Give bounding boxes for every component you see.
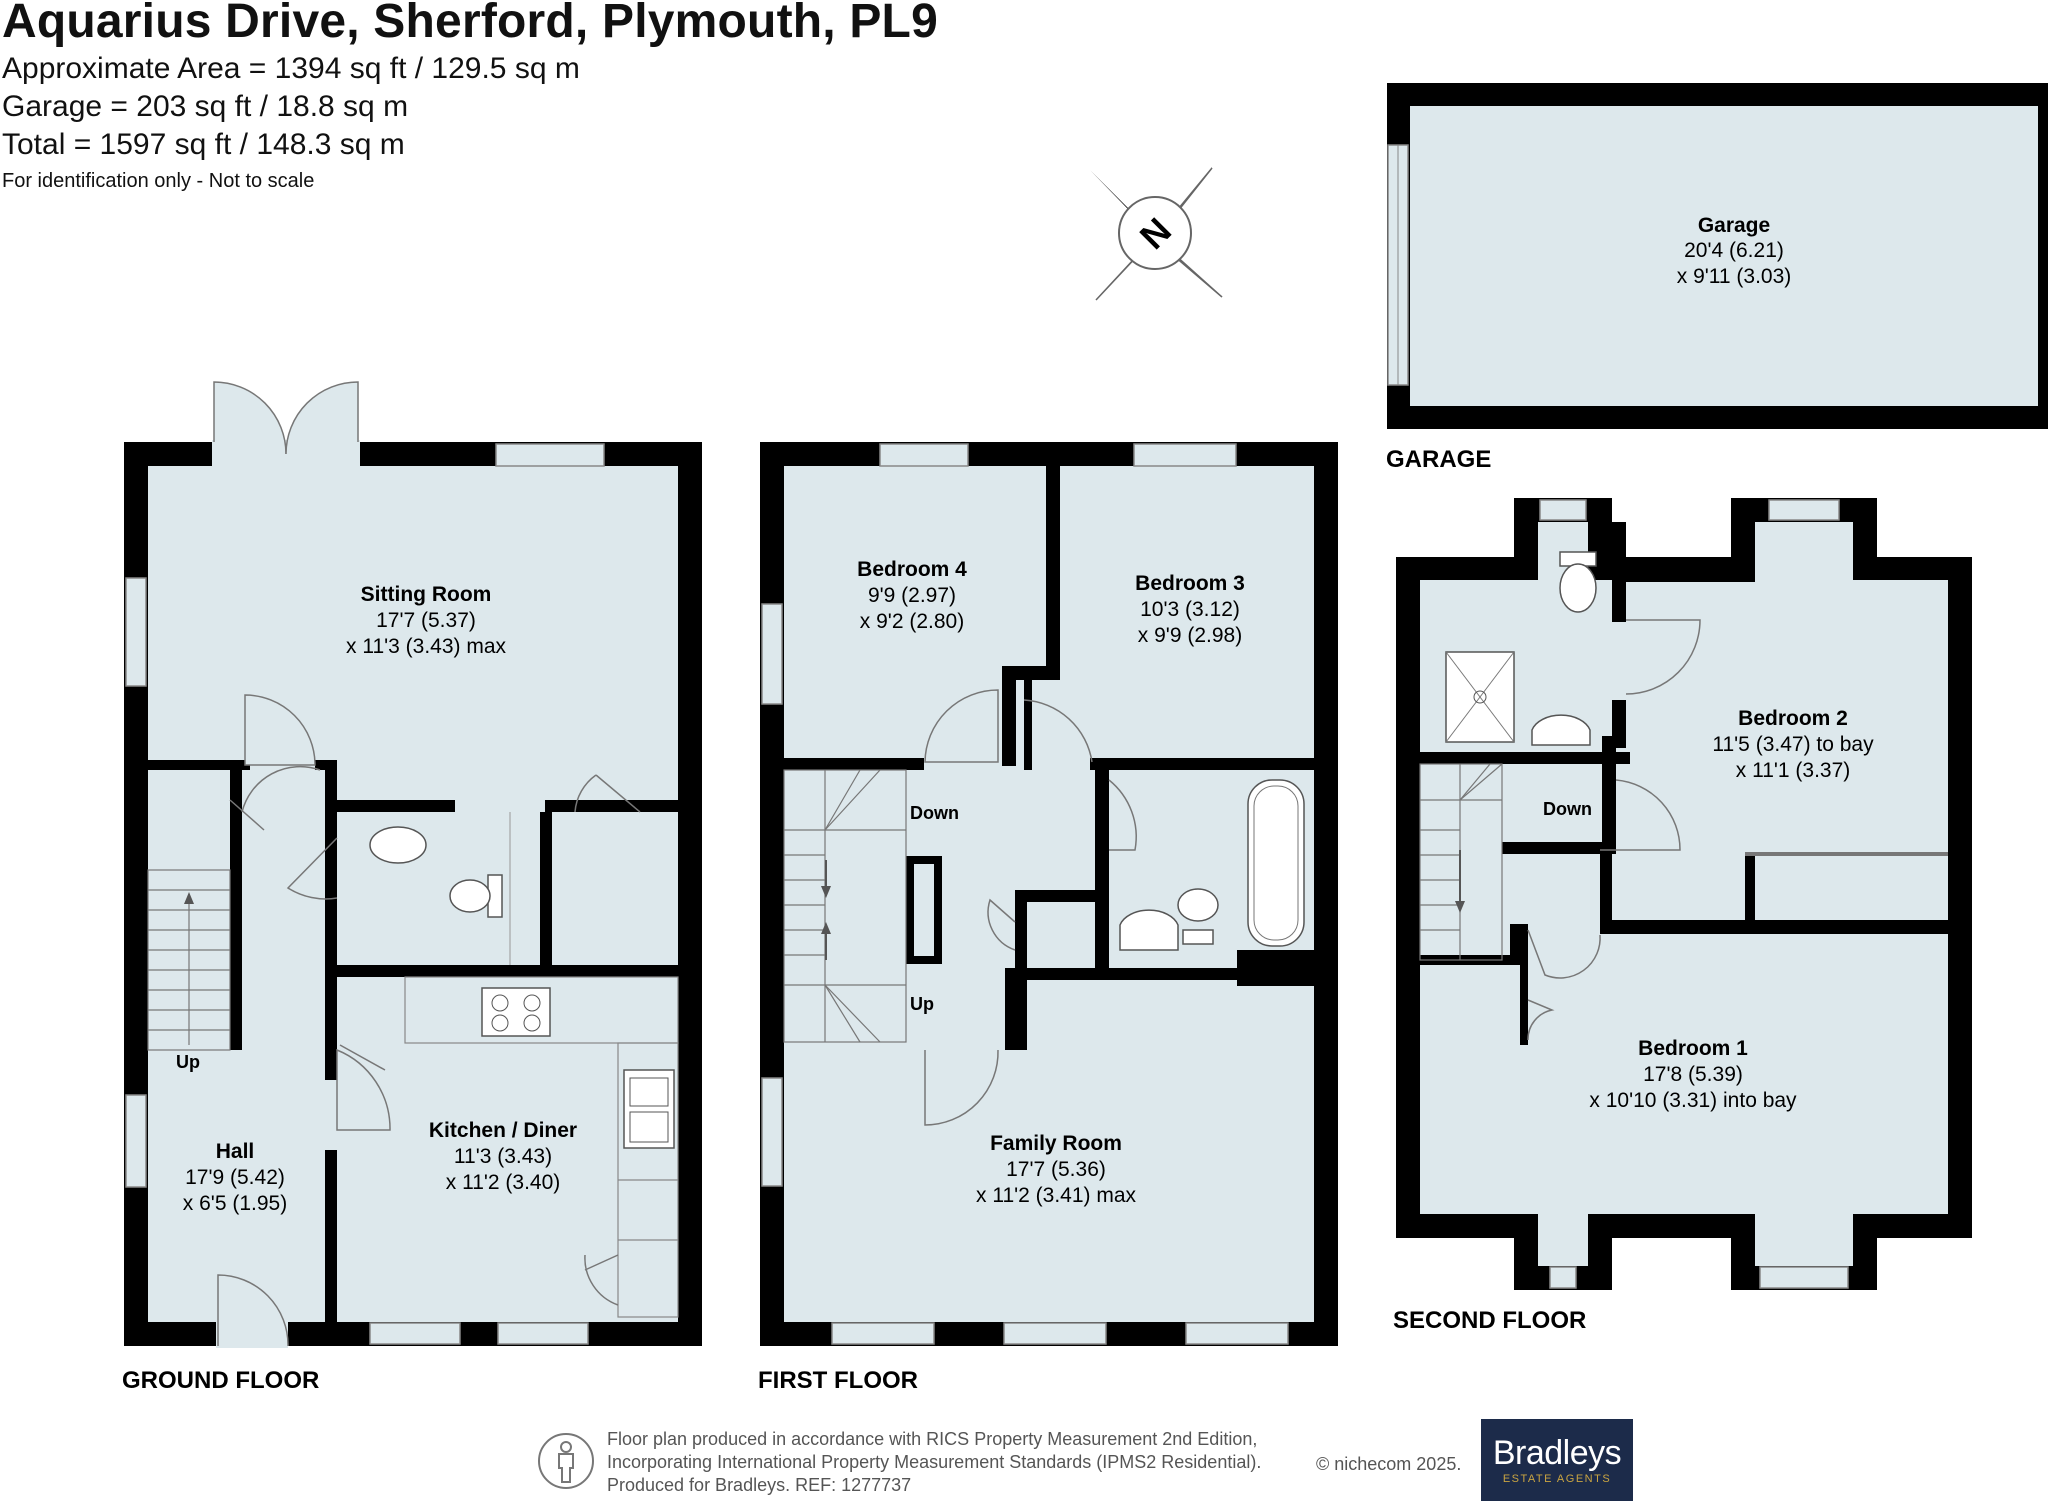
floor-label-first: FIRST FLOOR xyxy=(758,1367,918,1394)
footer-text: Floor plan produced in accordance with R… xyxy=(607,1428,1261,1497)
person-icon xyxy=(538,1433,594,1489)
second-floor-plan: Down Bedroom 2 11'5 (3.47) to bay x 11'1… xyxy=(1396,498,1972,1290)
stair-label-first-down: Down xyxy=(910,803,959,823)
floor-label-ground: GROUND FLOOR xyxy=(122,1367,319,1394)
room-dim-bedroom-2-2: x 11'1 (3.37) xyxy=(1736,759,1851,782)
page-title: Aquarius Drive, Sherford, Plymouth, PL9 xyxy=(2,0,938,48)
floor-label-garage: GARAGE xyxy=(1386,446,1491,473)
footer-line-3: Produced for Bradleys. REF: 1277737 xyxy=(607,1475,912,1495)
room-dim-bedroom-1-1: 17'8 (5.39) xyxy=(1643,1063,1743,1086)
room-label-bedroom-2: Bedroom 2 xyxy=(1738,707,1848,730)
logo-subtitle: ESTATE AGENTS xyxy=(1502,1473,1612,1485)
room-dim-sitting-room-2: x 11'3 (3.43) max xyxy=(346,635,507,658)
room-label-kitchen: Kitchen / Diner xyxy=(429,1119,577,1142)
room-label-family-room: Family Room xyxy=(990,1132,1122,1155)
stair-label-first-up: Up xyxy=(910,994,934,1014)
room-dim-kitchen-2: x 11'2 (3.40) xyxy=(446,1171,561,1194)
room-dim-kitchen-1: 11'3 (3.43) xyxy=(454,1145,552,1168)
room-label-bedroom-4: Bedroom 4 xyxy=(857,558,967,581)
room-label-bedroom-3: Bedroom 3 xyxy=(1135,572,1245,595)
room-dim-sitting-room-1: 17'7 (5.37) xyxy=(376,609,476,632)
room-dim-hall-1: 17'9 (5.42) xyxy=(185,1166,285,1189)
approximate-area: Approximate Area = 1394 sq ft / 129.5 sq… xyxy=(2,52,580,85)
total-area: Total = 1597 sq ft / 148.3 sq m xyxy=(2,128,405,161)
room-dim-bedroom-1-2: x 10'10 (3.31) into bay xyxy=(1589,1089,1797,1112)
room-dim-bedroom-2-1: 11'5 (3.47) to bay xyxy=(1712,733,1874,756)
scale-note: For identification only - Not to scale xyxy=(2,170,315,192)
ground-floor-plan: Up Sitting Room 17'7 (5.37) x 11'3 (3.43… xyxy=(124,381,702,1348)
room-dim-family-room-2: x 11'2 (3.41) max xyxy=(976,1184,1137,1207)
stair-label-second-down: Down xyxy=(1543,799,1592,819)
room-dim-bedroom-4-1: 9'9 (2.97) xyxy=(868,584,956,607)
room-label-hall: Hall xyxy=(216,1140,255,1163)
room-dim-family-room-1: 17'7 (5.36) xyxy=(1006,1158,1106,1181)
logo-name: Bradleys xyxy=(1492,1434,1622,1472)
garage-area: Garage = 203 sq ft / 18.8 sq m xyxy=(2,90,409,123)
room-label-sitting-room: Sitting Room xyxy=(361,583,492,606)
garage-plan: Garage 20'4 (6.21) x 9'11 (3.03) xyxy=(1387,83,2048,429)
bradleys-logo: Bradleys ESTATE AGENTS xyxy=(1481,1419,1633,1501)
room-dim-bedroom-3-1: 10'3 (3.12) xyxy=(1140,598,1240,621)
stair-label-ground-up: Up xyxy=(176,1052,200,1072)
room-dim-garage-1: 20'4 (6.21) xyxy=(1684,239,1784,262)
room-label-garage: Garage xyxy=(1698,214,1770,237)
first-floor-plan: Down Up Bedroom 4 9'9 (2.97) x 9'2 (2.80… xyxy=(760,442,1338,1346)
room-dim-bedroom-3-2: x 9'9 (2.98) xyxy=(1138,624,1242,647)
copyright: © nichecom 2025. xyxy=(1316,1454,1462,1474)
compass-icon: N xyxy=(1090,167,1223,301)
room-dim-garage-2: x 9'11 (3.03) xyxy=(1677,265,1792,288)
room-dim-hall-2: x 6'5 (1.95) xyxy=(183,1192,287,1215)
room-label-bedroom-1: Bedroom 1 xyxy=(1638,1037,1748,1060)
room-dim-bedroom-4-2: x 9'2 (2.80) xyxy=(860,610,964,633)
footer-line-2: Incorporating International Property Mea… xyxy=(607,1452,1262,1472)
footer-line-1: Floor plan produced in accordance with R… xyxy=(607,1429,1258,1449)
header: Aquarius Drive, Sherford, Plymouth, PL9 … xyxy=(2,0,938,196)
floor-label-second: SECOND FLOOR xyxy=(1393,1307,1586,1334)
